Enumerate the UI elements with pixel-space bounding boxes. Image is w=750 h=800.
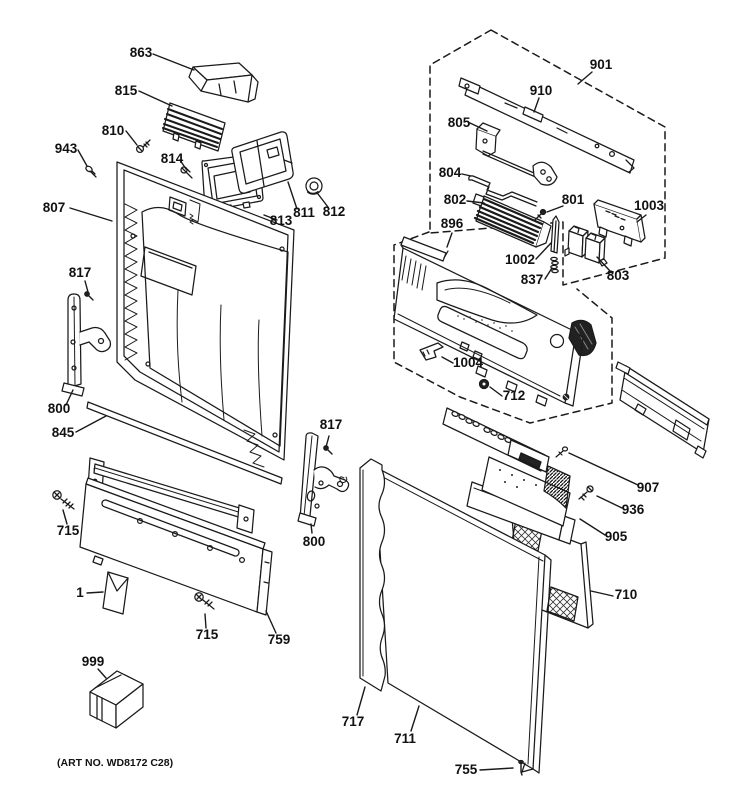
part-943-rivet <box>85 165 97 178</box>
part-1003-panel <box>593 199 646 247</box>
callout-811: 811 <box>293 205 315 220</box>
part-712-grommet <box>478 378 490 390</box>
callout-755: 755 <box>455 762 478 777</box>
fastener-dot <box>562 393 570 401</box>
callout-800-left: 800 <box>48 401 71 416</box>
callout-711: 711 <box>394 731 416 746</box>
callout-717: 717 <box>342 714 365 729</box>
callout-910: 910 <box>530 83 553 98</box>
callout-labels: 863 815 810 943 814 807 817 800 845 715 … <box>43 45 665 777</box>
dashed-control-panel-boundary <box>393 231 613 424</box>
part-907-screw <box>555 446 569 458</box>
part-905-keypad-assembly <box>466 456 576 545</box>
part-1002-pin <box>550 215 560 254</box>
callout-1002: 1002 <box>505 252 535 267</box>
callout-802: 802 <box>444 192 467 207</box>
part-800-right-hinge <box>297 432 350 527</box>
part-815-vent-grille <box>162 102 226 152</box>
callout-1003: 1003 <box>634 198 665 213</box>
callout-837: 837 <box>521 272 544 287</box>
callout-800-right: 800 <box>303 534 326 549</box>
callout-1: 1 <box>76 585 84 600</box>
callout-814: 814 <box>161 151 184 166</box>
callout-803: 803 <box>607 268 630 283</box>
callout-805: 805 <box>448 115 471 130</box>
callout-815: 815 <box>115 83 138 98</box>
callout-807: 807 <box>43 200 66 215</box>
part-837-spring <box>550 256 559 274</box>
part-999-kit-box <box>89 670 144 729</box>
part-936-screw <box>578 485 594 501</box>
part-817-left-screw <box>84 291 94 301</box>
callout-999: 999 <box>82 654 105 669</box>
callout-715-lower: 715 <box>196 627 219 642</box>
part-845-trim-strip <box>86 401 283 485</box>
callout-896: 896 <box>441 216 464 231</box>
part-button-strip <box>442 407 550 473</box>
leader-lines <box>62 53 647 771</box>
dashed-group-901-boundary <box>429 29 666 286</box>
callout-759: 759 <box>268 632 291 647</box>
part-807-inner-door-panel <box>116 161 295 468</box>
part-804-strip <box>468 175 538 207</box>
callout-943: 943 <box>55 141 78 156</box>
art-number-note: (ART NO. WD8172 C28) <box>57 757 173 769</box>
callout-817-right: 817 <box>320 417 343 432</box>
part-1-literature-pouch <box>102 571 129 615</box>
callout-845: 845 <box>52 425 75 440</box>
callout-901: 901 <box>590 57 613 72</box>
callout-801: 801 <box>562 192 585 207</box>
part-910-bracket <box>458 77 635 174</box>
callout-813: 813 <box>270 213 293 228</box>
part-812-knob <box>305 177 323 195</box>
part-805-bracket <box>475 122 558 186</box>
part-715-upper-screw <box>52 490 75 510</box>
part-803-switch <box>564 225 608 267</box>
callout-712: 712 <box>503 388 526 403</box>
part-802-vent-grille <box>472 193 552 248</box>
part-717-door-liner <box>339 458 386 692</box>
callout-863: 863 <box>130 45 153 60</box>
callout-817-left: 817 <box>69 265 92 280</box>
callout-936: 936 <box>622 502 645 517</box>
callout-810: 810 <box>102 123 125 138</box>
callout-907: 907 <box>637 480 660 495</box>
callout-812: 812 <box>323 204 346 219</box>
part-1004-clip <box>419 342 444 361</box>
part-insulation-bracket <box>615 361 710 459</box>
callout-804: 804 <box>439 165 462 180</box>
part-863-splash-shield <box>188 62 259 103</box>
part-711-door-panel <box>363 460 552 774</box>
part-896-control-panel <box>393 236 597 407</box>
part-755-screw <box>518 759 524 776</box>
callout-1004: 1004 <box>453 355 484 370</box>
part-811-dispenser-cover <box>231 131 294 194</box>
callout-715-upper: 715 <box>57 523 80 538</box>
callout-905: 905 <box>605 529 628 544</box>
part-715-lower-screw <box>194 592 215 610</box>
callout-710: 710 <box>615 587 638 602</box>
part-801-screw <box>534 208 547 221</box>
part-810-screw <box>135 139 151 154</box>
part-759-access-panel <box>79 477 273 616</box>
